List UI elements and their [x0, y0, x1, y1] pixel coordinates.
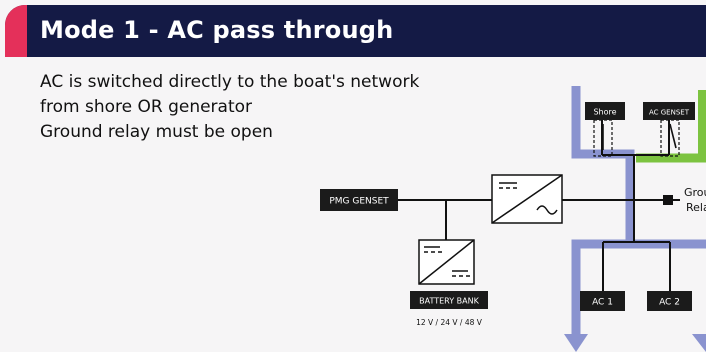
- ground-relay-label-line2: Relay: [686, 201, 706, 214]
- ac2-label: AC 2: [659, 298, 680, 308]
- shore-switch: [593, 119, 613, 157]
- shore-label-box: [585, 102, 625, 120]
- slide-title: Mode 1 - AC pass through: [40, 16, 394, 44]
- ac-genset-label: AC GENSET: [649, 109, 690, 117]
- shore-label: Shore: [593, 108, 616, 117]
- battery-bank-icon: [418, 239, 475, 285]
- ac1-label: AC 1: [592, 298, 613, 308]
- battery-voltages: 12 V / 24 V / 48 V: [416, 318, 483, 327]
- ac2-box: [647, 291, 692, 311]
- shore-flow-arrow-right: [692, 334, 706, 352]
- description-line-2: from shore OR generator: [40, 97, 253, 117]
- wiring: [398, 118, 671, 291]
- description-line-3: Ground relay must be open: [40, 122, 273, 142]
- ground-relay-label-line1: Groun: [684, 186, 706, 199]
- inverter-charger-icon: [491, 174, 563, 224]
- battery-bank-label: BATTERY BANK: [419, 297, 479, 306]
- battery-bank-label-box: [410, 291, 488, 309]
- ac1-box: [580, 291, 625, 311]
- ac-genset-label-box: [643, 102, 695, 120]
- description-line-1: AC is switched directly to the boat's ne…: [40, 72, 420, 92]
- pmg-genset-label: PMG GENSET: [329, 197, 389, 207]
- title-accent: [5, 5, 27, 57]
- pmg-genset-box: [320, 189, 398, 211]
- shore-flow-arrow-down: [564, 334, 588, 352]
- ac-genset-switch: [660, 119, 680, 157]
- ground-relay-terminal: [663, 195, 673, 205]
- title-bar: [5, 5, 706, 57]
